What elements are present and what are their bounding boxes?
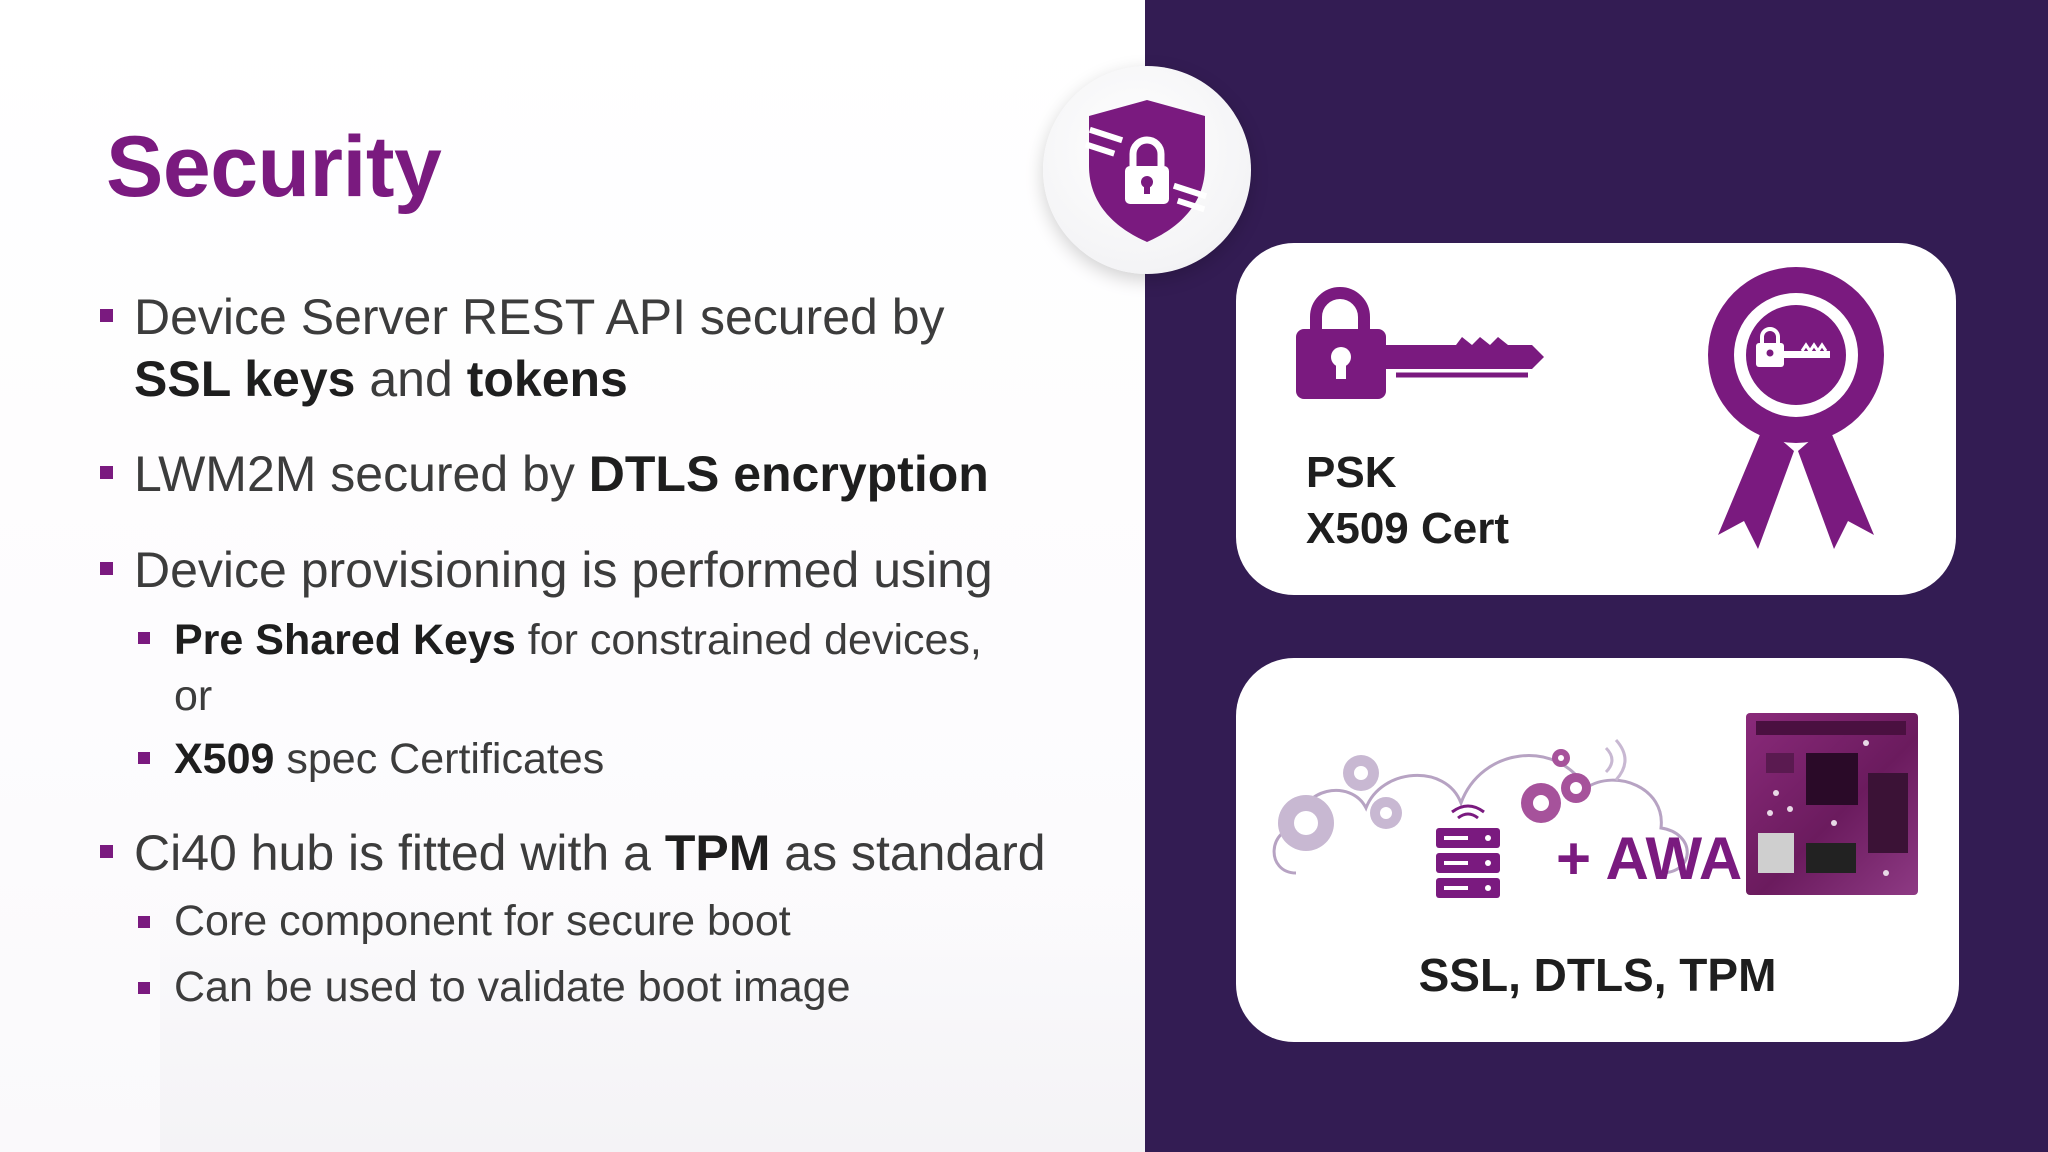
awa-label: + AWA [1556,825,1743,892]
bullet-marker [100,466,113,479]
sub-bullet-validate: Can be used to validate boot image [174,963,851,1011]
psk-labels: PSK X509 Cert [1306,448,1510,553]
sub-bullet-x509: X509 spec Certificates [174,735,605,783]
shield-badge [1043,66,1251,274]
bullet-tpm: Ci40 hub is fitted with a TPM as standar… [134,825,1046,881]
server-rack-icon [1436,804,1500,898]
slide-title: Security [106,119,442,215]
sub-bullet-marker [138,982,150,994]
circuit-board-icon [1756,721,1908,876]
ci40-board-image [1746,713,1918,895]
sub-bullet-marker [138,916,150,928]
sub-bullet-marker [138,752,150,764]
sub-bullet-secure-boot: Core component for secure boot [174,897,791,945]
psk-card: PSK X509 Cert [1236,243,1956,595]
content-shadow [160,900,1145,1152]
awa-card: + AWA SSL, DTLS, TPM [1236,658,1959,1042]
sub-bullet-psk: Pre Shared Keys for constrained devices,… [174,616,982,720]
shield-lock-icon [1084,100,1208,242]
bullet-marker [100,309,113,322]
bullet-provisioning: Device provisioning is performed using [134,542,993,598]
award-ribbon-icon [1708,267,1884,549]
bullet-rest-api: Device Server REST API secured by SSL ke… [134,289,945,407]
cloud-gears-icon [1272,738,1689,898]
sub-bullet-marker [138,632,150,644]
bullet-marker [100,845,113,858]
bullet-marker [100,562,113,575]
card-caption: SSL, DTLS, TPM [1418,949,1777,1001]
bullet-lwm2m: LWM2M secured by DTLS encryption [134,446,989,502]
padlock-key-icon [1296,287,1544,399]
